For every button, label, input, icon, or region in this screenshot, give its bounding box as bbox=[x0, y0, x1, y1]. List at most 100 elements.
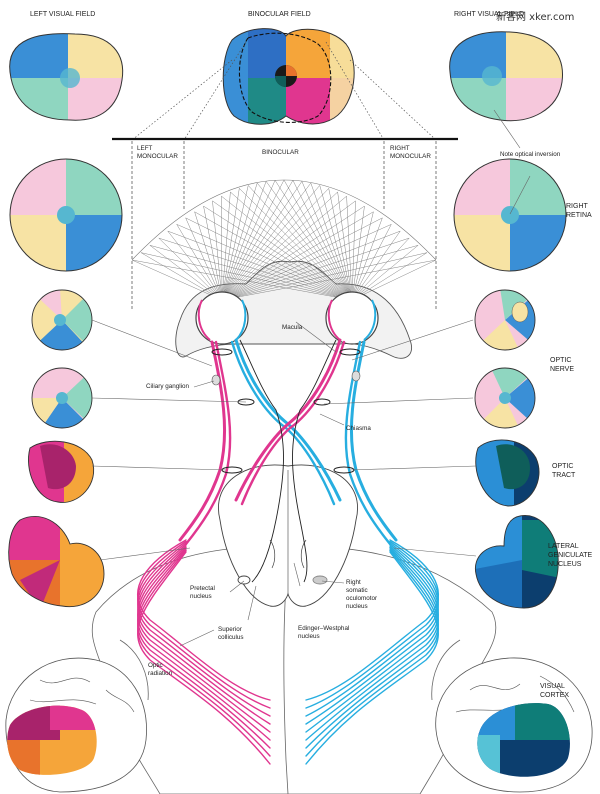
right-somatic-label-4: nucleus bbox=[346, 603, 368, 610]
right-retina-outline bbox=[453, 158, 567, 272]
lgn-label-3: NUCLEUS bbox=[548, 561, 582, 568]
pretectal-label-1: Pretectal bbox=[190, 585, 215, 592]
binocular-field-outline bbox=[222, 28, 355, 125]
ciliary-ganglion-label: Ciliary ganglion bbox=[146, 383, 190, 390]
right-radiation-fiber bbox=[305, 548, 439, 749]
pretectal-label-2: nucleus bbox=[190, 593, 212, 600]
field-ray bbox=[221, 179, 285, 301]
monocular-brackets bbox=[131, 141, 437, 310]
field-ray bbox=[221, 230, 401, 301]
left-optic-tract-outline bbox=[28, 440, 95, 503]
field-ray bbox=[257, 182, 353, 301]
left-radiation-fiber bbox=[137, 548, 271, 749]
left-radiation-fiber bbox=[137, 540, 271, 709]
left-monocular-label-2: MONOCULAR bbox=[137, 153, 178, 160]
field-ray bbox=[221, 205, 365, 301]
field-ray bbox=[140, 252, 353, 301]
right-radiation-fiber bbox=[305, 545, 439, 733]
right-visual-field-map bbox=[449, 31, 563, 121]
field-ray bbox=[167, 230, 353, 301]
field-ray bbox=[221, 200, 356, 301]
field-ray bbox=[221, 188, 329, 301]
right-retina-label-1: RIGHT bbox=[566, 203, 589, 210]
right-visual-cortex-map bbox=[477, 703, 570, 777]
field-ray bbox=[351, 237, 410, 301]
left-lgn-outline bbox=[8, 516, 105, 608]
optic-tract-label-2: TRACT bbox=[552, 472, 576, 479]
binocular-overlap-outline bbox=[238, 32, 332, 123]
ciliary-ganglion-left bbox=[211, 370, 361, 386]
field-ray bbox=[221, 180, 294, 301]
field-ray bbox=[221, 252, 428, 301]
right-radiation-fiber bbox=[305, 539, 439, 701]
watermark: 新客网 xker.com bbox=[496, 10, 574, 23]
binocular-field-label: BINOCULAR FIELD bbox=[248, 11, 311, 18]
left-eye bbox=[195, 291, 249, 345]
superior-colliculus-label-2: colliculus bbox=[218, 634, 244, 641]
field-ray bbox=[140, 252, 223, 301]
field-ray bbox=[221, 211, 374, 301]
superior-colliculus-label-1: Superior bbox=[218, 626, 242, 633]
right-radiation-fiber bbox=[305, 543, 439, 725]
optic-nerve-label-1: OPTIC bbox=[550, 357, 571, 364]
left-visual-field-label: LEFT VISUAL FIELD bbox=[30, 11, 95, 18]
right-retina-map bbox=[454, 159, 566, 271]
left-radiation-fiber bbox=[137, 545, 271, 733]
left-radiation-fiber bbox=[137, 551, 271, 765]
right-radiation-fiber bbox=[305, 546, 439, 741]
field-ray bbox=[221, 185, 249, 301]
right-nerve-outline-upper bbox=[474, 289, 536, 351]
chiasma-label: Chiasma bbox=[346, 425, 371, 432]
lgn-label-1: LATERAL bbox=[548, 543, 579, 550]
edinger-westphal-label-2: nucleus bbox=[298, 633, 320, 640]
right-lgn-map bbox=[475, 515, 559, 608]
lgn-label-2: GENICULATE bbox=[548, 552, 593, 559]
field-ray bbox=[221, 195, 347, 301]
optic-radiation-label-2: radiation bbox=[148, 670, 173, 677]
field-ray bbox=[221, 188, 240, 301]
field-ray bbox=[351, 259, 437, 301]
right-optic-tract-map bbox=[475, 439, 540, 506]
field-ray bbox=[221, 180, 276, 301]
field-ray bbox=[167, 230, 223, 301]
field-ray bbox=[221, 191, 231, 301]
field-ray bbox=[221, 237, 410, 301]
pupillary-reflex-pathway bbox=[239, 339, 337, 583]
right-visual-field-label: RIGHT VISUAL FIELD bbox=[454, 11, 524, 18]
field-ray bbox=[203, 206, 223, 301]
right-radiation-fiber bbox=[305, 542, 439, 717]
right-radiation-fiber bbox=[305, 540, 439, 709]
field-ray bbox=[221, 259, 437, 301]
field-ray bbox=[158, 237, 223, 301]
labels: LEFT VISUAL FIELD BINOCULAR FIELD RIGHT … bbox=[30, 10, 593, 699]
field-ray bbox=[283, 179, 353, 301]
note-optical-inversion-label: Note optical inversion bbox=[500, 151, 561, 158]
field-ray bbox=[328, 188, 353, 301]
field-ray bbox=[346, 196, 353, 301]
field-ray bbox=[248, 185, 353, 301]
field-ray bbox=[185, 217, 223, 301]
field-ray bbox=[221, 224, 392, 301]
right-eye bbox=[325, 291, 379, 345]
right-visual-field-outline bbox=[449, 31, 563, 122]
field-ray bbox=[221, 217, 383, 301]
optic-tract-label-1: OPTIC bbox=[552, 463, 573, 470]
field-ray bbox=[212, 200, 223, 301]
field-ray bbox=[221, 185, 320, 301]
left-retina-map bbox=[10, 159, 122, 271]
field-ray bbox=[351, 217, 383, 301]
field-ray bbox=[221, 196, 223, 301]
field-ray bbox=[351, 211, 374, 301]
field-ray bbox=[212, 200, 353, 301]
field-ray bbox=[230, 191, 353, 301]
field-ray bbox=[221, 181, 303, 301]
right-radiation-fiber bbox=[305, 549, 439, 757]
right-radiation-fiber bbox=[305, 551, 439, 765]
field-ray bbox=[274, 180, 353, 301]
visual-cortex-label-2: CORTEX bbox=[540, 692, 569, 699]
field-ray bbox=[351, 245, 419, 301]
right-monocular-label-2: MONOCULAR bbox=[390, 153, 431, 160]
field-ray bbox=[131, 259, 353, 301]
right-somatic-label-2: somatic bbox=[346, 587, 368, 594]
